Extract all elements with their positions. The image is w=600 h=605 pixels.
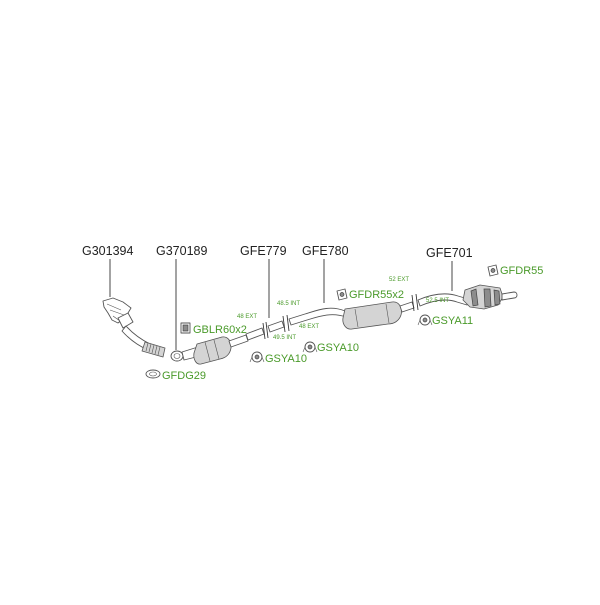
manifold-flange [117,312,134,329]
accessory-code-hanger-rear[interactable]: GSYA11 [432,315,473,327]
part-code-centre-silencer[interactable]: GFE780 [302,244,349,258]
centre-outlet-pipe [399,301,415,313]
accessory-code-gasket[interactable]: GFDG29 [162,370,206,382]
part-code-manifold[interactable]: G301394 [82,244,133,258]
catalytic-converter[interactable] [170,334,249,365]
centre-inlet-pipe [288,307,347,326]
rear-silencer-shadow-a [470,288,479,307]
centre-silencer-seams [354,303,390,328]
accessory-code-hanger-centre[interactable]: GSYA10 [317,342,359,354]
dimension-centre-pipe-inlet: 48.5 INT [277,301,300,307]
accessory-code-bracket-rear[interactable]: GFDR55 [500,265,543,277]
part-code-catalyst[interactable]: G370189 [156,244,207,258]
catalyst-inlet-flange [170,350,184,362]
bolt-icon[interactable] [180,322,191,334]
part-code-rear-silencer[interactable]: GFE701 [426,246,473,260]
hanger-icon[interactable] [249,351,265,363]
rear-intermediate-pipe [417,293,469,307]
centre-silencer-box [342,301,402,330]
accessory-code-bracket-centre[interactable]: GFDR55x2 [349,289,404,301]
accessory-labels: GFDG29 GBLR60x2 GSYA10 GSYA10 GFDR55x2 G… [162,265,543,382]
front-pipe-section-b [267,320,285,333]
dimension-front-pipe-inlet: 48 EXT [237,314,257,320]
dimension-front-pipe-outlet: 49.5 INT [273,335,296,341]
rear-silencer-shadow-c [493,289,501,306]
exhaust-manifold[interactable] [102,297,166,358]
front-pipe-joint-clamp-b [286,314,290,332]
catalyst-body [193,336,232,365]
part-code-front-pipe[interactable]: GFE779 [240,244,287,258]
accessory-code-bolt-kit[interactable]: GBLR60x2 [193,324,247,336]
catalyst-inlet-bore [173,353,181,359]
front-pipe-section-a [245,327,265,341]
dimension-centre-pipe-joint: 48 EXT [299,324,319,330]
rear-silencer-assembly[interactable] [415,284,518,311]
dimension-rear-pipe-inlet: 52 EXT [389,277,409,283]
hanger-icon[interactable] [302,341,318,353]
centre-silencer-assembly[interactable] [288,294,415,330]
front-pipe-joint-clamp-a [282,315,286,333]
catalyst-seams [204,339,220,362]
tailpipe [501,291,518,301]
flexi-ribs [145,342,161,356]
hanger-icon[interactable] [417,314,433,326]
accessory-code-hanger-front[interactable]: GSYA10 [265,353,307,365]
bracket-icon[interactable] [487,264,499,277]
catalyst-outlet-pipe [228,334,249,348]
rear-silencer-shadow-b [483,288,492,308]
dimension-labels: 48 EXT 49.5 INT 48.5 INT 48 EXT 52 EXT 5… [237,277,449,341]
leader-lines [109,259,453,350]
front-pipe[interactable] [245,314,290,341]
rear-inlet-clamp [415,293,419,311]
dimension-rear-pipe-joint: 52.5 INT [426,298,449,304]
front-pipe-clamp-left [262,322,266,340]
front-pipe-clamp-right [265,321,269,339]
centre-outlet-clamp [411,294,415,312]
bracket-icon[interactable] [336,288,348,301]
flexi-joint [141,341,166,358]
gasket-icon[interactable] [145,369,161,379]
